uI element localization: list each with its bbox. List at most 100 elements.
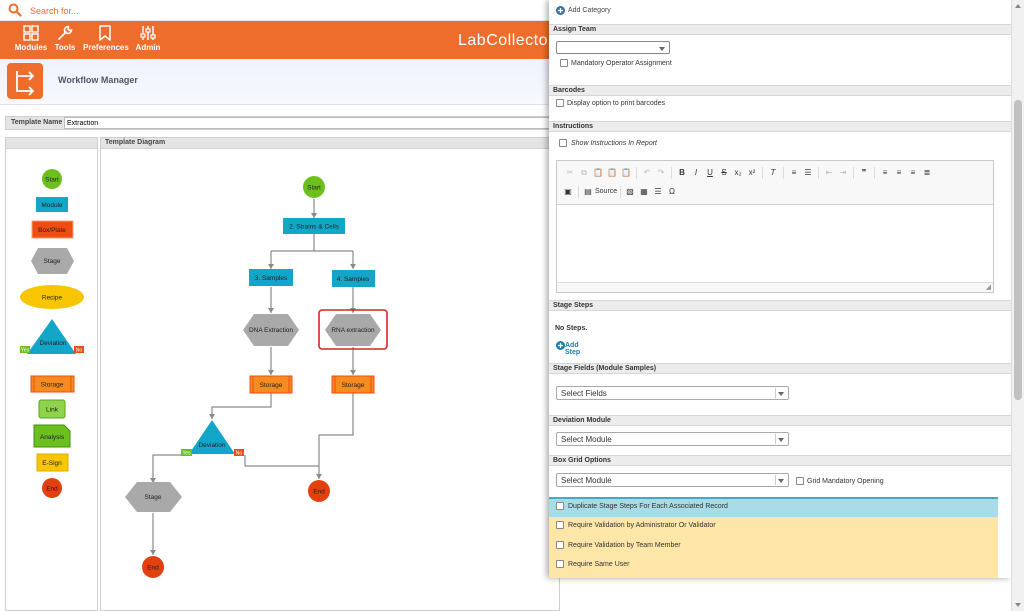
remove-format-icon[interactable]: T <box>770 168 776 177</box>
grid-mandatory-label: Grid Mandatory Opening <box>807 478 884 485</box>
req-same-checkbox[interactable] <box>556 560 564 568</box>
flow-no-label: No <box>236 451 243 457</box>
palette-storage-label: Storage <box>41 382 64 389</box>
scroll-up-icon[interactable] <box>1015 4 1021 8</box>
horizontal-rule-icon[interactable]: ☰ <box>654 187 662 196</box>
special-char-icon[interactable]: Ω <box>669 187 675 196</box>
palette-deviation[interactable]: Deviation Yes No <box>20 319 84 354</box>
align-left-icon[interactable]: ≡ <box>882 168 888 177</box>
flow-module-samples-4[interactable]: 4. Samples <box>332 270 375 287</box>
nav-modules[interactable]: Modules <box>14 25 48 52</box>
align-center-icon[interactable]: ≡ <box>896 168 902 177</box>
palette-shapes: Start Module Box/Plate Stage Recipe <box>20 169 84 498</box>
diagram-canvas[interactable]: Start 2. Strains & Cells 3. Samples 4. S… <box>101 149 561 611</box>
italic-icon[interactable]: I <box>694 168 698 177</box>
deviation-module-value: Select Module <box>561 435 612 444</box>
flow-stage-dna-extraction[interactable]: DNA Extraction <box>243 314 299 346</box>
subscript-icon[interactable]: x₂ <box>734 168 742 177</box>
strike-icon[interactable]: S <box>721 168 727 177</box>
source-button[interactable]: Source <box>595 188 618 195</box>
indent-icon[interactable]: ⇥ <box>839 168 847 177</box>
palette-analysis[interactable]: Analysis <box>33 424 71 448</box>
palette-header <box>6 138 97 149</box>
box-grid-module-dropdown[interactable]: Select Module <box>556 473 789 487</box>
instructions-editor: ✂ ⧉ 📋 📋 📋 ↶ ↷ B I U S x₂ x² T ≡ ☰ <box>556 160 994 293</box>
nav-admin-label: Admin <box>135 43 161 52</box>
palette-yes-label: Yes <box>21 348 30 354</box>
flow-storage-right[interactable]: Storage <box>331 375 375 394</box>
deviation-module-dropdown[interactable]: Select Module <box>556 432 789 446</box>
paste-icon[interactable]: 📋 <box>593 168 603 177</box>
preview-icon[interactable]: ▣ <box>564 187 572 196</box>
flow-end-left[interactable]: End <box>142 556 164 578</box>
page-scrollbar[interactable] <box>1011 0 1024 611</box>
mandatory-operator-checkbox[interactable] <box>560 59 568 67</box>
nav-admin[interactable]: Admin <box>135 25 161 52</box>
assign-team-select[interactable] <box>556 41 670 54</box>
plus-circle-icon <box>556 6 565 15</box>
stage-properties-panel: Add Category Assign Team Mandatory Opera… <box>549 0 1011 578</box>
flow-stage-rna-extraction[interactable]: RNA extraction <box>318 309 388 350</box>
bullet-list-icon[interactable]: ☰ <box>804 168 812 177</box>
superscript-icon[interactable]: x² <box>748 168 756 177</box>
palette-stage[interactable]: Stage <box>31 248 74 274</box>
blockquote-icon[interactable]: ❞ <box>861 168 867 177</box>
nav-tools[interactable]: Tools <box>53 25 77 52</box>
image-icon[interactable]: ▧ <box>626 187 634 196</box>
cut-icon[interactable]: ✂ <box>566 168 574 177</box>
table-icon[interactable]: ▦ <box>640 187 648 196</box>
req-team-checkbox[interactable] <box>556 541 564 549</box>
req-admin-label: Require Validation by Administrator Or V… <box>568 522 716 529</box>
template-name-input[interactable] <box>64 117 560 129</box>
palette-module[interactable]: Module <box>36 197 68 212</box>
modules-icon <box>23 25 39 41</box>
search-icon[interactable] <box>8 3 22 17</box>
search-input[interactable] <box>30 3 330 18</box>
editor-body[interactable] <box>557 206 993 282</box>
flow-module-strains-cells[interactable]: 2. Strains & Cells <box>283 218 345 234</box>
resize-handle-icon[interactable]: ◢ <box>985 284 991 291</box>
flow-deviation[interactable]: Deviation Yes No <box>181 420 244 457</box>
underline-icon[interactable]: U <box>707 168 713 177</box>
flow-storage-left[interactable]: Storage <box>249 375 293 394</box>
flow-start-label: Start <box>307 185 321 192</box>
palette-box-plate[interactable]: Box/Plate <box>31 220 74 239</box>
palette-esign[interactable]: E-Sign <box>36 453 69 472</box>
align-right-icon[interactable]: ≡ <box>910 168 916 177</box>
flow-end-right[interactable]: End <box>308 480 330 502</box>
palette-recipe[interactable]: Recipe <box>20 285 84 309</box>
paste-word-icon[interactable]: 📋 <box>621 168 631 177</box>
print-barcodes-checkbox[interactable] <box>556 99 564 107</box>
add-step-label: Add Step <box>565 342 581 356</box>
outdent-icon[interactable]: ⇤ <box>825 168 833 177</box>
stage-steps-section: Stage Steps <box>549 300 1011 311</box>
align-justify-icon[interactable]: ≣ <box>923 168 931 177</box>
flow-yes-label: Yes <box>182 451 191 457</box>
numbered-list-icon[interactable]: ≡ <box>791 168 797 177</box>
grid-mandatory-checkbox[interactable] <box>796 477 804 485</box>
palette-end[interactable]: End <box>42 478 62 498</box>
copy-icon[interactable]: ⧉ <box>581 168 587 177</box>
palette-link[interactable]: Link <box>38 399 66 419</box>
flow-stage[interactable]: Stage <box>125 482 182 512</box>
req-admin-checkbox[interactable] <box>556 521 564 529</box>
flow-end-left-label: End <box>147 565 159 572</box>
show-instructions-checkbox[interactable] <box>559 139 567 147</box>
palette-no-label: No <box>76 348 83 354</box>
nav-preferences[interactable]: Preferences <box>83 25 129 52</box>
palette-start[interactable]: Start <box>42 169 62 189</box>
select-fields-dropdown[interactable]: Select Fields <box>556 386 789 400</box>
source-icon[interactable]: ▤ <box>584 187 592 196</box>
bold-icon[interactable]: B <box>679 168 685 177</box>
nav-preferences-label: Preferences <box>83 43 129 52</box>
scroll-down-icon[interactable] <box>1015 603 1021 607</box>
undo-icon[interactable]: ↶ <box>643 168 651 177</box>
duplicate-steps-checkbox[interactable] <box>556 502 564 510</box>
paste-text-icon[interactable]: 📋 <box>607 168 617 177</box>
palette-storage[interactable]: Storage <box>30 375 75 393</box>
flow-module-samples-3[interactable]: 3. Samples <box>249 269 293 286</box>
instructions-section: Instructions <box>549 121 1011 132</box>
redo-icon[interactable]: ↷ <box>657 168 665 177</box>
flow-start-node[interactable]: Start <box>303 176 325 198</box>
scroll-thumb[interactable] <box>1014 100 1022 400</box>
